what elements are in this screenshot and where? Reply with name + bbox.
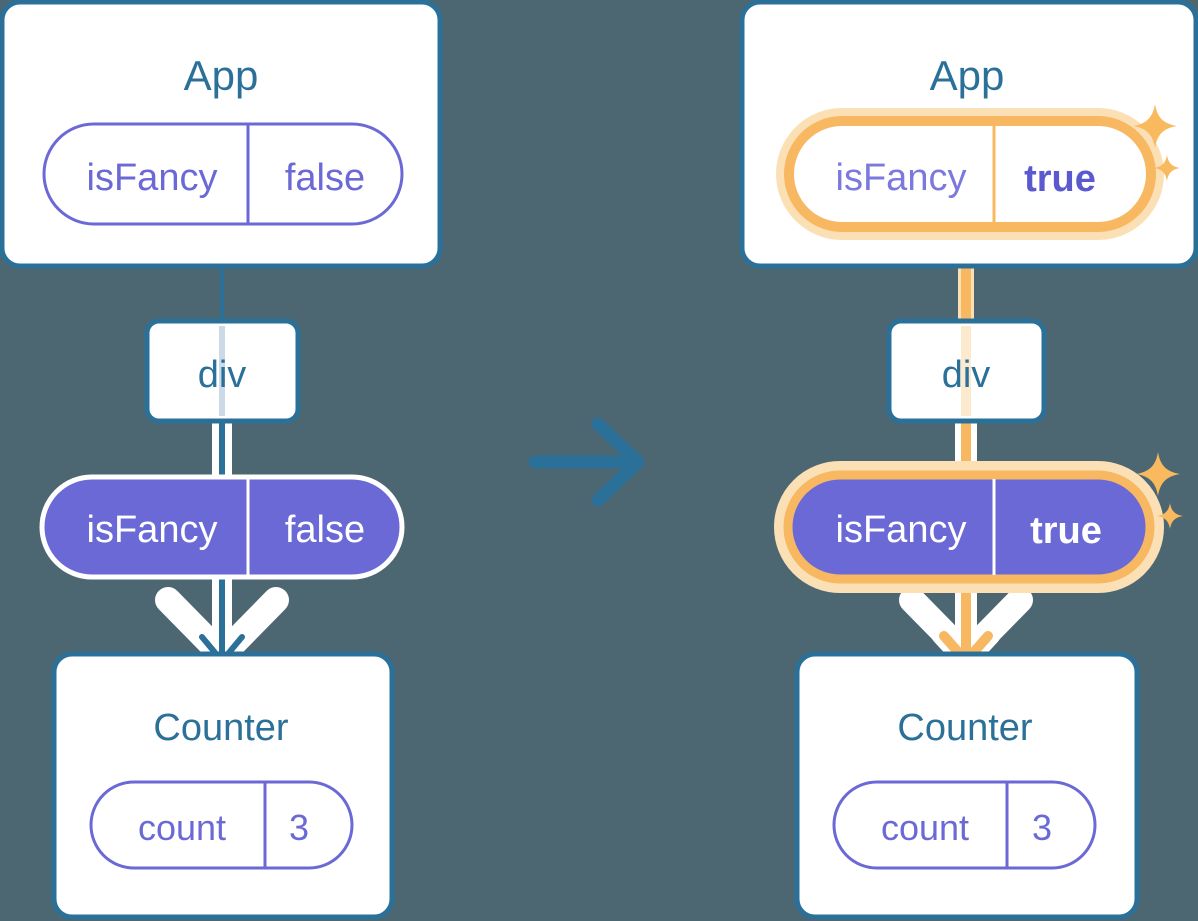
app-prop-value-left: false (285, 157, 365, 199)
passed-prop-pill-right (774, 461, 1164, 593)
after-state-panel: App isFancy true div isFancy true (739, 0, 1198, 920)
counter-state-value-left: 3 (289, 807, 309, 848)
div-label-left: div (198, 354, 247, 396)
app-prop-pill-right (776, 108, 1164, 240)
transition-arrow-icon (528, 417, 645, 507)
app-title-left: App (184, 52, 259, 99)
app-prop-pill-left (42, 122, 404, 226)
counter-state-pill-right (832, 780, 1097, 870)
counter-state-value-right: 3 (1032, 807, 1052, 848)
counter-title-right: Counter (897, 707, 1033, 749)
passed-prop-name-left: isFancy (87, 509, 218, 551)
app-prop-value-right: true (1024, 158, 1096, 200)
passed-prop-value-right: true (1030, 510, 1102, 552)
passed-prop-name-right: isFancy (836, 509, 967, 551)
app-prop-name-right: isFancy (836, 157, 967, 199)
counter-state-pill-left (89, 780, 354, 870)
app-prop-name-left: isFancy (87, 157, 218, 199)
div-label-right: div (942, 354, 991, 396)
div-card-left (144, 318, 301, 424)
div-card-right (886, 318, 1047, 424)
passed-prop-pill-left (39, 474, 405, 580)
passed-prop-value-left: false (285, 509, 365, 551)
counter-state-name-left: count (138, 807, 226, 848)
counter-title-left: Counter (153, 707, 289, 749)
counter-state-name-right: count (881, 807, 969, 848)
app-title-right: App (930, 52, 1005, 99)
before-state-panel: App isFancy false div isFancy false Coun… (0, 0, 443, 920)
